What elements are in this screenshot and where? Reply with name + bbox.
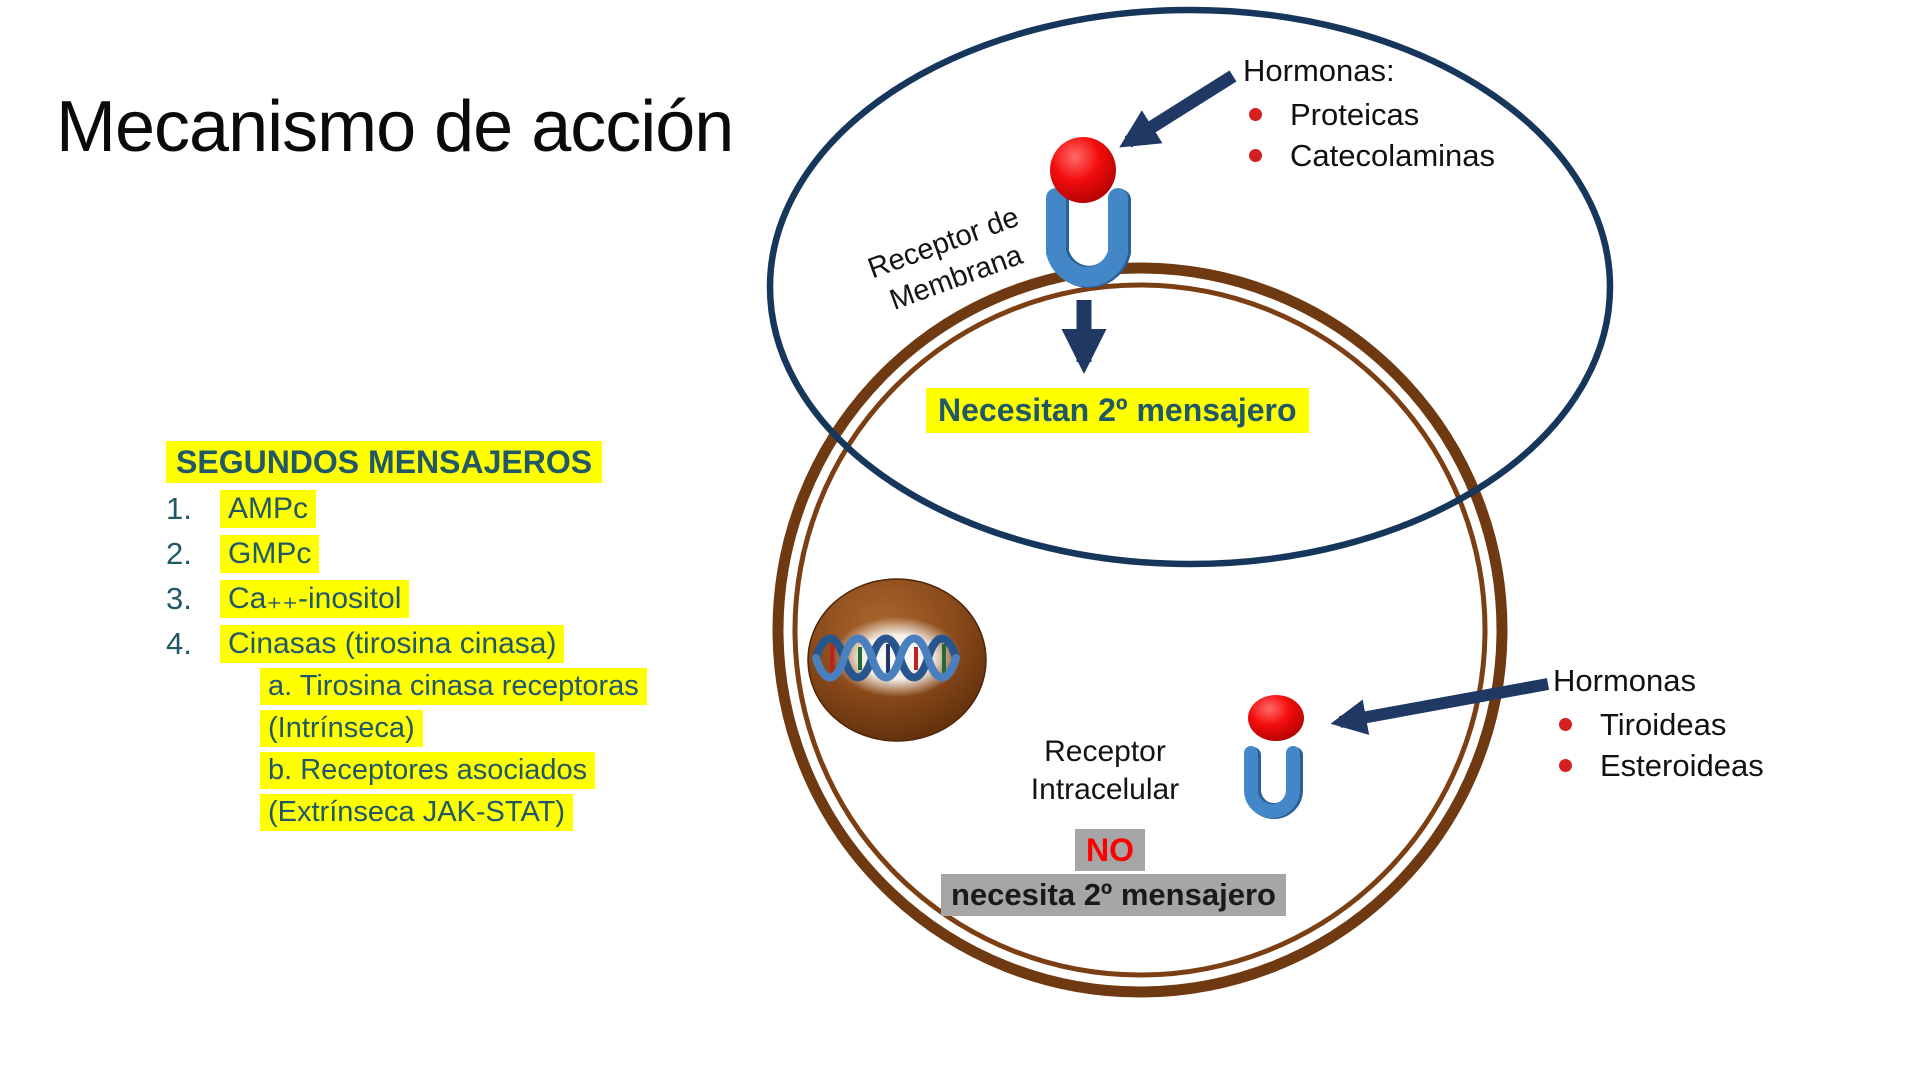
- hormones-intracellular-block: Hormonas Tiroideas Esteroideas: [1553, 660, 1764, 786]
- extracellular-ellipse: [766, 6, 1614, 568]
- messenger-label: Cinasas (tirosina cinasa): [220, 625, 565, 663]
- bullet-icon: [1559, 718, 1572, 731]
- list-number: 3.: [166, 581, 192, 616]
- list-item: Esteroideas: [1553, 745, 1764, 786]
- hormone-type-label: Tiroideas: [1600, 707, 1727, 742]
- bullet-icon: [1559, 759, 1572, 772]
- membrane-receptor: [1046, 137, 1131, 288]
- arrow-hormones-right-icon: [1330, 678, 1550, 735]
- messenger-label: GMPc: [220, 535, 320, 573]
- nucleus: [807, 578, 987, 742]
- list-item: Catecolaminas: [1243, 135, 1495, 176]
- hormone-ball-membrane: [1050, 137, 1116, 203]
- list-item: Tiroideas: [1553, 704, 1764, 745]
- messenger-sublabel: (Extrínseca JAK-STAT): [260, 794, 574, 831]
- messenger-label: AMPc: [220, 490, 317, 528]
- dna-icon: [812, 634, 960, 682]
- intracellular-receptor-u-icon: [1244, 746, 1300, 818]
- no-badge: NO: [1075, 829, 1145, 871]
- intracellular-receptor-label: Receptor Intracelular: [1015, 733, 1195, 809]
- hormones-intracellular-heading: Hormonas: [1553, 663, 1696, 698]
- hormone-type-label: Proteicas: [1290, 97, 1420, 132]
- bullet-icon: [1249, 149, 1262, 162]
- second-messengers-heading: SEGUNDOS MENSAJEROS: [166, 441, 603, 483]
- cell-membrane-inner-ring: [792, 282, 1488, 978]
- list-number: 2.: [166, 536, 192, 571]
- list-item: 2. GMPc: [166, 535, 726, 573]
- list-number: 4.: [166, 626, 192, 661]
- list-subitem: a. Tirosina cinasa receptoras: [260, 668, 726, 705]
- bullet-icon: [1249, 108, 1262, 121]
- list-item: 4. Cinasas (tirosina cinasa): [166, 625, 726, 663]
- no-second-messenger-note: necesita 2º mensajero: [941, 874, 1286, 916]
- list-subitem: b. Receptores asociados: [260, 752, 726, 789]
- messenger-sublabel: b. Receptores asociados: [260, 752, 596, 789]
- list-item: Proteicas: [1243, 94, 1495, 135]
- arrow-hormones-top-icon: [1119, 70, 1237, 148]
- list-subitem: (Extrínseca JAK-STAT): [260, 794, 726, 831]
- membrane-receptor-u-icon: [1046, 188, 1128, 287]
- cell-membrane-outer-ring: [772, 262, 1508, 998]
- intracellular-receptor-label-line2: Intracelular: [1030, 773, 1180, 806]
- messenger-label: Ca₊₊-inositol: [220, 580, 410, 618]
- list-number: 1.: [166, 491, 192, 526]
- second-messengers-block: SEGUNDOS MENSAJEROS 1. AMPc 2. GMPc 3. C…: [166, 441, 726, 831]
- intracellular-receptor: [1244, 695, 1304, 819]
- hormones-membrane-block: Hormonas: Proteicas Catecolaminas: [1243, 50, 1495, 176]
- hormones-membrane-heading: Hormonas:: [1243, 53, 1395, 88]
- messenger-sublabel: (Intrínseca): [260, 710, 423, 747]
- second-messenger-note: Necesitan 2º mensajero: [926, 388, 1309, 433]
- list-item: 1. AMPc: [166, 490, 726, 528]
- hormone-ball-intracellular: [1248, 695, 1304, 741]
- hormone-type-label: Esteroideas: [1600, 748, 1764, 783]
- messenger-sublabel: a. Tirosina cinasa receptoras: [260, 668, 647, 705]
- page-title: Mecanismo de acción: [56, 87, 734, 167]
- list-item: 3. Ca₊₊-inositol: [166, 580, 726, 618]
- intracellular-receptor-label-line1: Receptor: [1044, 735, 1166, 768]
- hormone-type-label: Catecolaminas: [1290, 138, 1496, 173]
- list-subitem: (Intrínseca): [260, 710, 726, 747]
